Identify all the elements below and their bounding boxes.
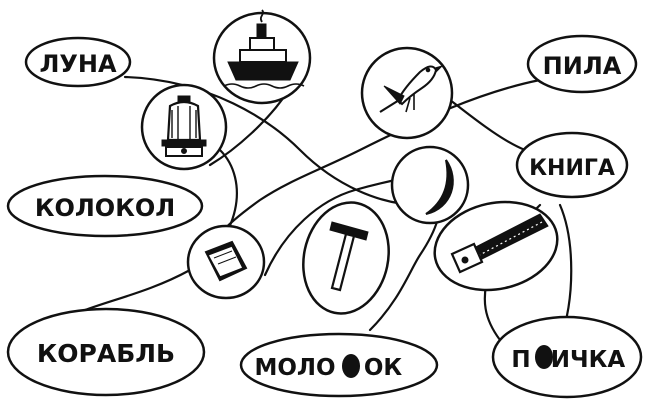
word-ptichka[interactable]: П ИЧКА <box>493 317 641 397</box>
picture-ship[interactable] <box>214 10 310 103</box>
picture-book[interactable] <box>188 226 264 298</box>
word-luna-label: ЛУНА <box>39 50 117 78</box>
picture-bell[interactable] <box>142 85 226 169</box>
word-korabl[interactable]: КОРАБЛЬ <box>8 309 204 395</box>
picture-bird[interactable] <box>362 48 452 138</box>
word-pila-label: ПИЛА <box>543 52 622 80</box>
picture-hammer[interactable] <box>293 194 398 321</box>
word-molotok-label-b: ОК <box>364 355 403 381</box>
word-ptichka-label-a: П <box>511 347 530 373</box>
word-kniga-label: КНИГА <box>529 156 615 181</box>
word-luna[interactable]: ЛУНА <box>26 38 130 86</box>
picture-circles <box>142 10 566 322</box>
word-pila[interactable]: ПИЛА <box>528 36 636 92</box>
word-kolokol-label: КОЛОКОЛ <box>35 194 175 222</box>
missing-letter-blot <box>342 354 360 378</box>
line-kniga-bird <box>450 100 525 150</box>
word-molotok-label-a: МОЛО <box>254 355 335 381</box>
word-molotok[interactable]: МОЛО ОК <box>241 334 437 396</box>
picture-moon[interactable] <box>392 147 468 223</box>
word-ptichka-label-b: ИЧКА <box>551 347 626 373</box>
word-kolokol[interactable]: КОЛОКОЛ <box>8 176 202 236</box>
word-korabl-label: КОРАБЛЬ <box>37 339 175 368</box>
word-kniga[interactable]: КНИГА <box>517 133 627 197</box>
